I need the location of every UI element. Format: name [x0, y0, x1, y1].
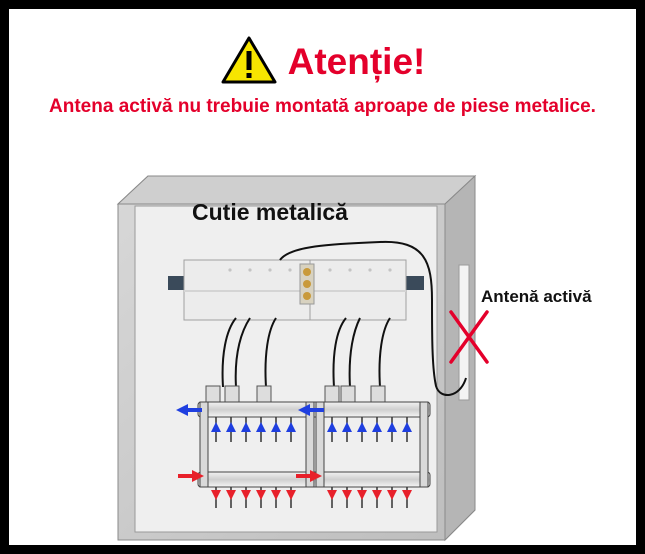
- cables: [221, 240, 467, 396]
- page-title: Atenție!: [287, 41, 426, 82]
- metal-box-label: Cutie metalică: [192, 199, 348, 225]
- return-flow-arrows: [176, 404, 412, 432]
- warning-subtitle: Antena activă nu trebuie montată aproape…: [49, 96, 596, 117]
- no-mount-cross-icon: [449, 310, 489, 364]
- manifolds: [176, 385, 431, 508]
- supply-flow-arrows: [178, 470, 412, 500]
- control-unit: [168, 259, 424, 321]
- title-row: Atenție!: [9, 36, 636, 85]
- antenna-label: Antenă activă: [481, 287, 592, 306]
- warning-triangle-icon: [221, 36, 277, 84]
